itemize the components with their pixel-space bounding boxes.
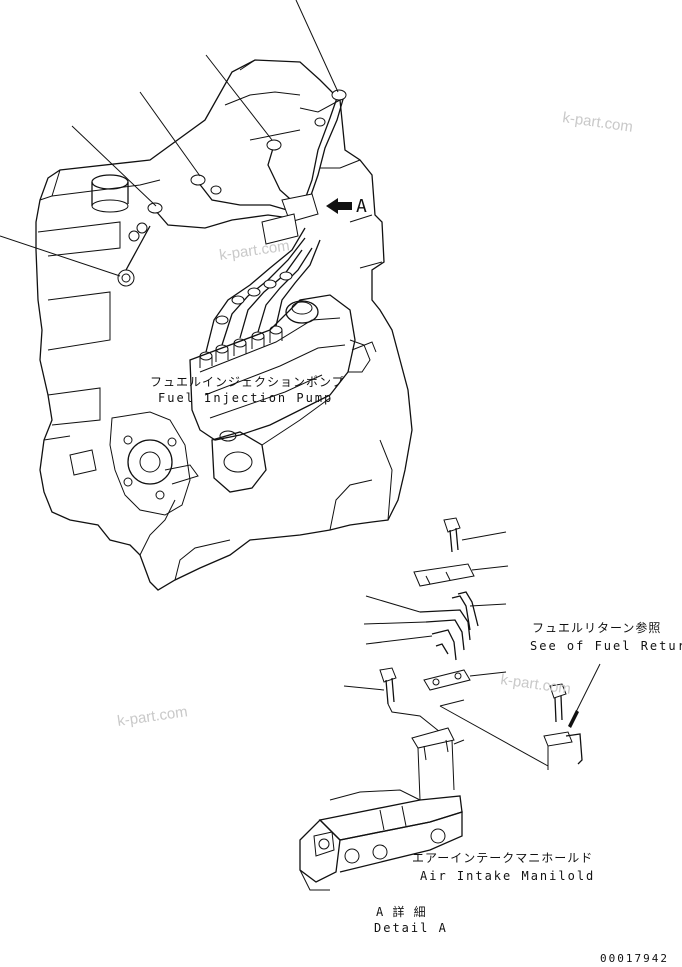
injection-pipes xyxy=(117,89,347,353)
engine-block xyxy=(35,59,413,591)
injection-nozzles xyxy=(147,89,347,214)
detail-a-title-en: Detail A xyxy=(374,921,448,935)
detail-a-title-jp: A 詳 細 xyxy=(376,904,427,919)
air-intake-manifold-label-en: Air Intake Manilold xyxy=(420,869,595,883)
leader-lines-upper xyxy=(0,0,339,277)
see-fuel-return-label-jp: フュエルリターン参照 xyxy=(532,620,661,635)
bolt-top xyxy=(443,517,461,553)
fuel-injection-pump-label-jp: フュエルインジェクションポンプ xyxy=(150,375,345,389)
air-intake-manifold xyxy=(299,789,463,891)
air-intake-manifold-label-jp: エアーインテークマニホールド xyxy=(412,851,593,865)
fuel-return-fitting xyxy=(543,663,601,770)
detail-a-assembly xyxy=(299,517,601,891)
watermarks: k-part.com k-part.com k-part.com k-part.… xyxy=(116,109,634,730)
watermark: k-part.com xyxy=(561,109,634,136)
fuel-injection-pump xyxy=(189,294,377,493)
view-arrow-a: A xyxy=(326,196,367,217)
watermark: k-part.com xyxy=(116,703,189,730)
fuel-injection-pump-label-en: Fuel Injection Pump xyxy=(158,391,333,405)
see-fuel-return-label-en: See of Fuel Return xyxy=(530,639,682,653)
bolt-middle xyxy=(379,667,397,705)
watermark: k-part.com xyxy=(499,671,572,698)
drawing-number: 00017942 xyxy=(600,952,669,965)
view-arrow-letter: A xyxy=(356,196,367,217)
